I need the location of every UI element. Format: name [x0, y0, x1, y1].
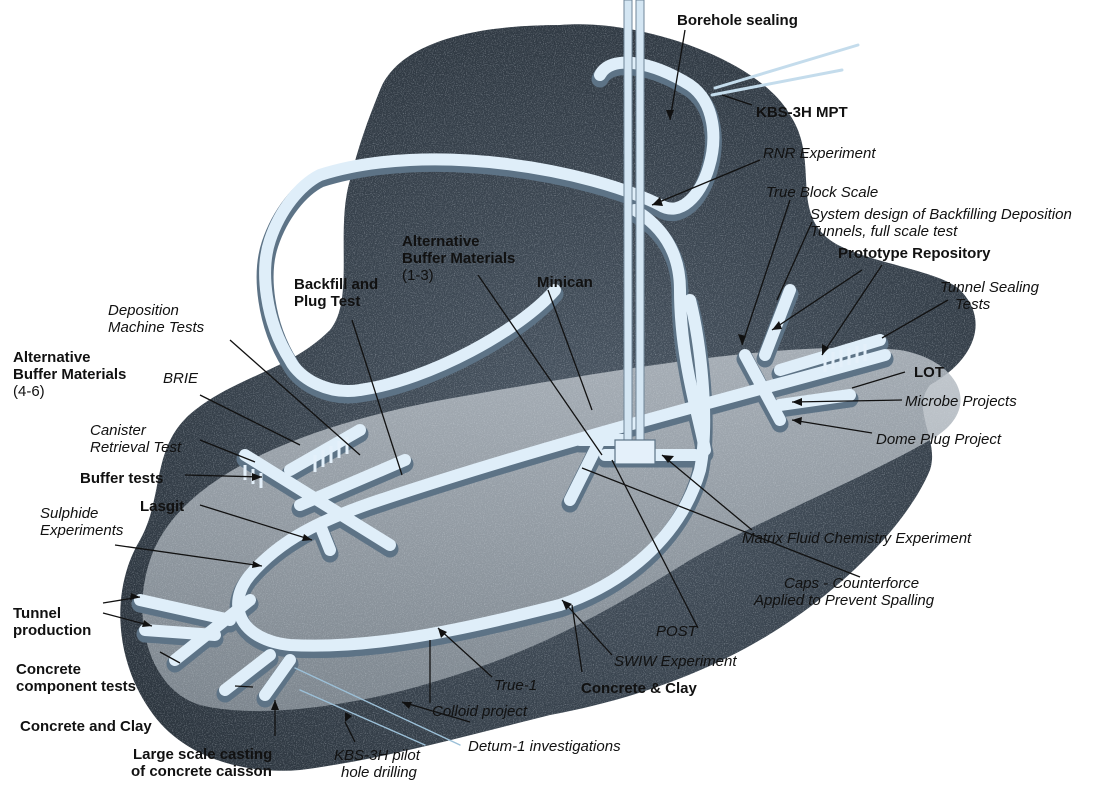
label-alt-buffer-13-line1: Alternative [402, 233, 480, 250]
label-true-1: True-1 [494, 677, 537, 694]
label-alt-buffer-46-line3: (4-6) [13, 383, 45, 400]
label-concrete-component-line2: component tests [16, 678, 136, 695]
label-alt-buffer-46-line2: Buffer Materials [13, 366, 126, 383]
label-concrete-component-line1: Concrete [16, 661, 81, 678]
label-swiw-experiment: SWIW Experiment [614, 653, 737, 670]
label-sulphide-line2: Experiments [40, 522, 123, 539]
label-canister-line2: Retrieval Test [90, 439, 181, 456]
label-detum-1: Detum-1 investigations [468, 738, 621, 755]
label-deposition-line2: Machine Tests [108, 319, 204, 336]
label-tunnel-production-line1: Tunnel [13, 605, 61, 622]
label-concrete-clay-left: Concrete and Clay [20, 718, 152, 735]
label-dome-plug-project: Dome Plug Project [876, 431, 1001, 448]
label-prototype-repository: Prototype Repository [838, 245, 991, 262]
label-caps-line2: Applied to Prevent Spalling [754, 592, 934, 609]
label-system-design-line2: Tunnels, full scale test [810, 223, 957, 240]
label-system-design-line1: System design of Backfilling Deposition [810, 206, 1072, 223]
label-lot: LOT [914, 364, 944, 381]
label-deposition-line1: Deposition [108, 302, 179, 319]
label-alt-buffer-13-line2: Buffer Materials [402, 250, 515, 267]
label-tunnel-production-line2: production [13, 622, 91, 639]
label-borehole-sealing: Borehole sealing [677, 12, 798, 29]
label-tunnel-sealing-line2: Tests [955, 296, 990, 313]
label-alt-buffer-46-line1: Alternative [13, 349, 91, 366]
label-backfill-line1: Backfill and [294, 276, 378, 293]
label-brie: BRIE [163, 370, 198, 387]
label-alt-buffer-13-line3: (1-3) [402, 267, 434, 284]
label-kbs3h-pilot-line2: hole drilling [341, 764, 417, 781]
label-caps-line1: Caps - Counterforce [784, 575, 919, 592]
label-post: POST [656, 623, 697, 640]
label-large-scale-line1: Large scale casting [133, 746, 272, 763]
label-microbe-projects: Microbe Projects [905, 393, 1017, 410]
label-lasgit: Lasgit [140, 498, 184, 515]
label-tunnel-sealing-line1: Tunnel Sealing [940, 279, 1039, 296]
label-canister-line1: Canister [90, 422, 146, 439]
label-sulphide-line1: Sulphide [40, 505, 98, 522]
label-buffer-tests: Buffer tests [80, 470, 163, 487]
label-backfill-line2: Plug Test [294, 293, 360, 310]
label-minican: Minican [537, 274, 593, 291]
label-matrix-fluid: Matrix Fluid Chemistry Experiment [742, 530, 971, 547]
label-large-scale-line2: of concrete caisson [131, 763, 272, 780]
label-true-block-scale: True Block Scale [766, 184, 878, 201]
label-kbs3h-mpt: KBS-3H MPT [756, 104, 848, 121]
label-rnr-experiment: RNR Experiment [763, 145, 876, 162]
label-concrete-clay-right: Concrete & Clay [581, 680, 697, 697]
label-colloid-project: Colloid project [432, 703, 527, 720]
label-kbs3h-pilot-line1: KBS-3H pilot [334, 747, 420, 764]
